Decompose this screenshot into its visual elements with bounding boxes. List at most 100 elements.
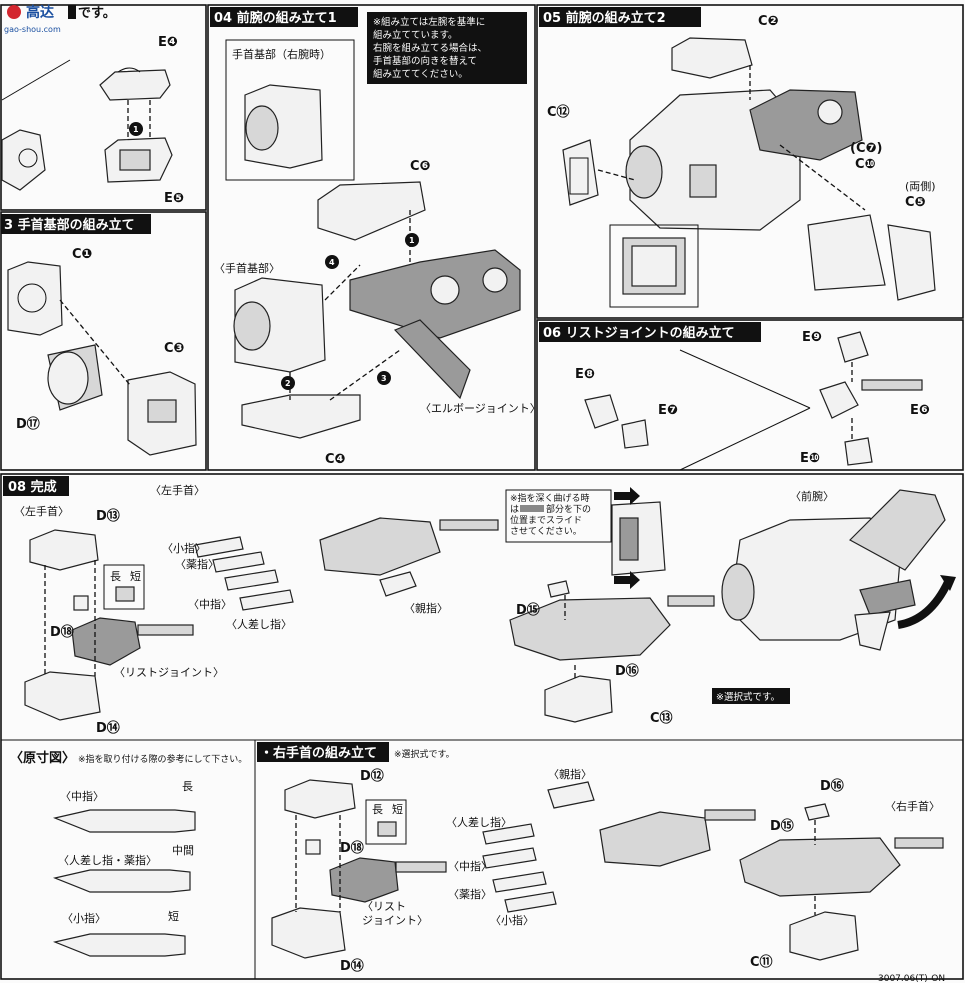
part-e8	[584, 394, 619, 429]
right-hand-title: ・右手首の組み立て	[260, 745, 377, 761]
label-left-hand-top: 〈左手首〉	[150, 483, 205, 497]
section-06: 06 リストジョイントの組み立て E❽ E❼ E❾ E❻ E❿	[539, 322, 930, 471]
label-c10: C❿	[855, 157, 876, 172]
section-05: 05 前腕の組み立て2 C❷ C⑫ (C❼) C❿ (両側) C❺	[539, 7, 936, 308]
label-d16-right: D⑯	[820, 778, 844, 794]
label-e4: E❹	[158, 35, 178, 50]
size-index: 中間	[172, 844, 194, 857]
section-04-title: 04 前腕の組み立て1	[214, 10, 337, 26]
part-right-hand-assembled	[739, 837, 901, 897]
label-c11: C⑪	[750, 954, 773, 970]
part-c1	[7, 261, 63, 336]
label-wrist-joint: 〈リストジョイント〉	[114, 666, 224, 679]
actual-size-note: ※指を取り付ける際の参考にして下さい。	[78, 753, 247, 765]
label-left-hand: 〈左手首〉	[14, 504, 69, 518]
s04-note-4: 手首基部の向きを替えて	[373, 55, 477, 67]
label-middle: 〈中指〉	[188, 597, 232, 611]
part-c2	[671, 37, 753, 79]
step-2: 2	[285, 379, 291, 388]
label-d17: D⑰	[16, 416, 40, 432]
step-3: 3	[381, 374, 387, 383]
part-d13	[29, 529, 99, 571]
footer-code: 3007.06(T)-ON	[878, 974, 945, 983]
part-d18-right	[329, 857, 399, 903]
actual-size-title: 〈原寸図〉	[10, 750, 75, 766]
right-hand-panel: ・右手首の組み立て ※選択式です。 D⑫ 長 短 D⑱ 〈リスト ジョイント〉 …	[257, 742, 944, 974]
label-elbow: 〈エルボージョイント〉	[420, 402, 541, 415]
label-e6: E❻	[910, 403, 930, 418]
section-03-title: 3 手首基部の組み立て	[4, 217, 135, 233]
step-4: 4	[329, 258, 335, 267]
label-c13: C⑬	[650, 710, 673, 726]
section-08-title: 08 完成	[8, 479, 57, 495]
watermark-logo: 高达 gao-shou.com です。	[4, 4, 116, 34]
part-d12	[284, 779, 356, 819]
label-c1: C❶	[72, 247, 93, 262]
section-03: 3 手首基部の組み立て C❶ C❸ D⑰	[1, 214, 197, 456]
section-04: 04 前腕の組み立て1 ※組み立ては左腕を基準に 組み立てています。 右腕を組み…	[210, 7, 541, 467]
label-d15: D⑮	[516, 602, 540, 618]
section-05-title: 05 前腕の組み立て2	[543, 10, 666, 26]
label-d15-right: D⑮	[770, 818, 794, 834]
label-right-wrist: 〈右手首〉	[885, 799, 940, 813]
logo-url: gao-shou.com	[4, 25, 61, 34]
right-hand-fingers	[482, 781, 756, 913]
part-e6	[861, 379, 923, 391]
label-e9: E❾	[802, 330, 822, 345]
label-middle-right: 〈中指〉	[448, 859, 492, 873]
label-d12: D⑫	[360, 768, 384, 784]
right-hand-subtitle: ※選択式です。	[394, 748, 455, 760]
label-wrist-joint-1: 〈リスト	[362, 900, 406, 913]
part-c5	[887, 224, 936, 301]
part-e10	[844, 437, 873, 466]
section-06-title: 06 リストジョイントの組み立て	[543, 325, 735, 341]
label-d18: D⑱	[50, 624, 74, 640]
s08-note-4: させてください。	[510, 526, 582, 537]
logo-text: 高达	[26, 4, 54, 21]
label-wrist-right: 手首基部（右腕時）	[232, 47, 331, 61]
step-1: 1	[409, 236, 415, 245]
label-thumb-right: 〈親指〉	[548, 767, 592, 781]
label-ring-right: 〈薬指〉	[448, 887, 492, 901]
panel-top-left: 1 E❹ E❺	[1, 35, 184, 206]
label-c12: C⑫	[547, 104, 570, 120]
part-c6	[317, 181, 426, 241]
label-long-right: 長	[372, 803, 383, 816]
label-short-right: 短	[392, 802, 403, 816]
size-little: 短	[168, 909, 179, 923]
label-d14-right: D⑭	[340, 958, 364, 974]
label-ring: 〈薬指〉	[175, 557, 219, 571]
part-c12	[562, 139, 599, 206]
label-d16: D⑯	[615, 663, 639, 679]
label-selectable: ※選択式です。	[716, 691, 780, 703]
s04-note-5: 組み立ててください。	[373, 68, 468, 80]
actual-size-panel: 〈原寸図〉 ※指を取り付ける際の参考にして下さい。 〈中指〉 長 〈人差し指・薬…	[10, 750, 247, 957]
s08-note-3: 位置までスライド	[510, 514, 582, 526]
part-elbow-joint	[393, 319, 471, 400]
label-e5: E❺	[164, 191, 184, 206]
label-thumb: 〈親指〉	[404, 601, 448, 615]
label-c6: C❻	[410, 159, 431, 174]
label-wrist-joint-2: ジョイント〉	[362, 914, 428, 927]
label-index: 〈人差し指〉	[226, 617, 292, 631]
top-left-fragment: です。	[78, 6, 116, 21]
label-index-right: 〈人差し指〉	[446, 815, 512, 829]
part-c4	[241, 394, 361, 439]
label-c5: C❺	[905, 195, 926, 210]
left-hand-fingers	[194, 517, 499, 611]
label-c2: C❷	[758, 14, 779, 29]
part-d18	[71, 617, 141, 666]
s04-note-1: ※組み立ては左腕を基準に	[373, 16, 485, 28]
label-c4: C❹	[325, 452, 346, 467]
label-both-sides: (両側)	[905, 180, 936, 193]
size-middle-name: 〈中指〉	[60, 789, 104, 803]
size-index-name: 〈人差し指・薬指〉	[58, 853, 157, 867]
part-e7	[621, 419, 649, 449]
part-e4	[99, 69, 171, 101]
label-c3: C❸	[164, 341, 185, 356]
label-e8: E❽	[575, 367, 595, 382]
label-little-right: 〈小指〉	[490, 913, 534, 927]
label-d14: D⑭	[96, 720, 120, 736]
